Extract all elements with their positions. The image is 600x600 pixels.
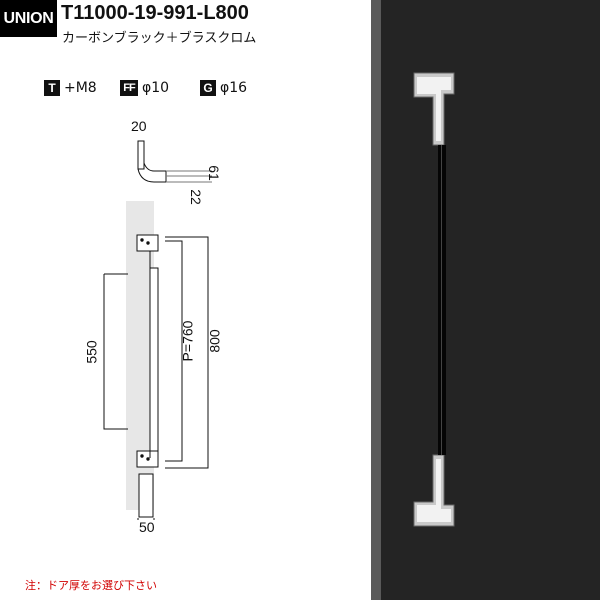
spec-fixing: FF φ10	[120, 79, 169, 97]
grip-bar	[149, 267, 159, 459]
upper-bracket-highlight	[417, 77, 451, 141]
door-frame-edge	[371, 0, 381, 600]
door-face	[381, 0, 600, 600]
spec-grip: G φ16	[200, 79, 247, 97]
door-thickness-note: 注：ドア厚をお選び下さい	[25, 579, 157, 592]
top-screw	[140, 238, 144, 242]
side-profile-mount-outline	[137, 140, 145, 170]
grip-symbol-icon: G	[200, 80, 216, 96]
bottom-screw	[140, 454, 144, 458]
bottom-screw-2	[146, 457, 150, 461]
main-grip	[136, 234, 159, 468]
side-profile	[137, 140, 212, 183]
product-photo-svg	[371, 0, 600, 600]
dimension-pitch: P=760	[179, 320, 196, 362]
side-profile-dimension-lines	[166, 170, 212, 183]
model-number: T11000-19-991-L800	[61, 2, 249, 24]
dimension-offset-top: 20	[131, 118, 147, 134]
dimension-overall: 800	[206, 329, 223, 353]
thread-spec-value: +M8	[64, 80, 97, 96]
technical-drawing-svg	[103, 140, 212, 520]
dimension-line-50	[137, 518, 155, 520]
dimension-lines	[103, 236, 209, 520]
brand-logo-text: UNION	[3, 9, 54, 27]
dimension-line-550	[103, 273, 128, 430]
fixing-spec-value: φ10	[142, 80, 170, 96]
grip-spec-value: φ16	[220, 80, 248, 96]
thread-symbol-icon: T	[44, 80, 60, 96]
base-section	[138, 473, 154, 518]
spec-thread: T +M8	[44, 79, 97, 97]
dimension-depth: 61	[205, 165, 222, 181]
product-photo	[371, 0, 600, 600]
finish-description: カーボンブラック＋ブラスクロム	[62, 31, 257, 46]
brand-logo: UNION	[0, 0, 57, 37]
dimension-grip-offset: 22	[187, 189, 204, 205]
technical-drawing: 20 61 22 550 P=760 800 50	[83, 118, 223, 535]
grip-bar-reflection	[441, 145, 442, 455]
dimension-line-760	[165, 240, 183, 462]
dimension-base-width: 50	[139, 519, 155, 535]
dimension-line-800	[165, 236, 209, 469]
lower-bracket-highlight	[417, 459, 451, 522]
fixing-symbol-icon: FF	[120, 80, 138, 96]
dimension-grip-length: 550	[83, 340, 100, 364]
top-screw-2	[146, 241, 150, 245]
